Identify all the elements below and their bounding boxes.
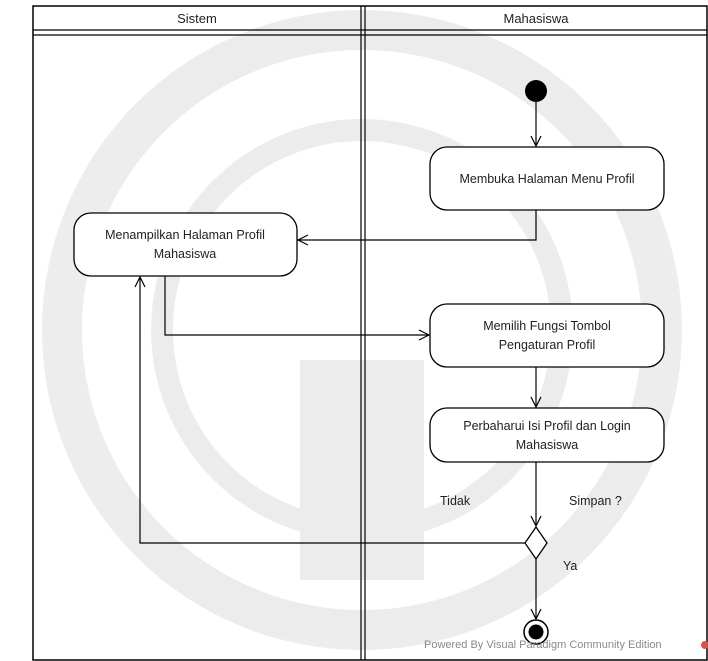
flow-decision-no-to-show-profile <box>140 277 525 544</box>
visual-paradigm-logo-icon <box>701 641 708 649</box>
action-show-profile-line1: Menampilkan Halaman Profil <box>105 228 265 242</box>
action-choose-settings: Memilih Fungsi Tombol Pengaturan Profil <box>429 303 665 368</box>
action-update-profile-line1: Perbaharui Isi Profil dan Login <box>463 419 631 433</box>
visual-paradigm-watermark: Powered By Visual Paradigm Community Edi… <box>424 639 662 651</box>
action-open-profile-menu-label: Membuka Halaman Menu Profil <box>459 172 634 186</box>
decision-no-label: Tidak <box>440 494 471 508</box>
swimlane-frame <box>32 5 708 661</box>
action-show-profile: Menampilkan Halaman Profil Mahasiswa <box>73 212 298 277</box>
action-choose-settings-line1: Memilih Fungsi Tombol <box>483 319 611 333</box>
lane-title-sistem: Sistem <box>177 11 217 26</box>
decision-yes-label: Ya <box>563 559 577 573</box>
action-open-profile-menu: Membuka Halaman Menu Profil <box>429 146 665 211</box>
final-node <box>523 619 549 645</box>
action-update-profile: Perbaharui Isi Profil dan Login Mahasisw… <box>429 407 665 463</box>
initial-node <box>525 80 547 102</box>
control-flows <box>140 102 536 619</box>
action-show-profile-line2: Mahasiswa <box>154 247 217 261</box>
decision-question: Simpan ? <box>569 494 622 508</box>
flow-show-profile-to-choose-settings <box>164 276 429 335</box>
flow-open-menu-to-show-profile <box>298 210 537 240</box>
action-update-profile-line2: Mahasiswa <box>516 438 579 452</box>
lane-title-mahasiswa: Mahasiswa <box>503 11 569 26</box>
action-choose-settings-line2: Pengaturan Profil <box>499 338 596 352</box>
